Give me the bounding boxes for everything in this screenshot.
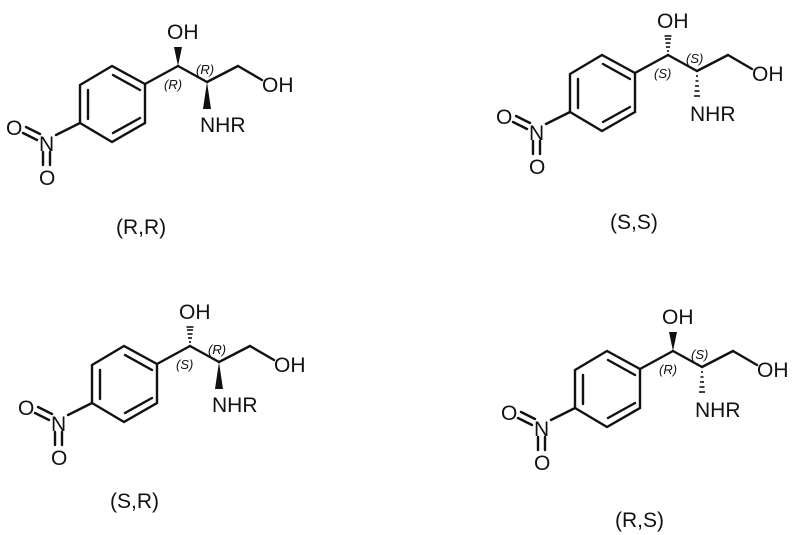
caption: (S,S) bbox=[610, 211, 658, 234]
caption: (S,R) bbox=[110, 490, 159, 513]
structure-ss: OH OH NHR N O O (S) (S) (S,S) bbox=[496, 10, 784, 234]
structure-rs: OH OH NHR N O O (R) (S) (R,S) bbox=[501, 306, 789, 532]
hash-bond-c2 bbox=[698, 371, 706, 393]
structure-sr: OH OH NHR N O O (S) (R) (S,R) bbox=[18, 301, 306, 513]
label-nitro-n: N bbox=[534, 418, 549, 441]
label-nitro-o1: O bbox=[501, 402, 517, 425]
label-nhr: NHR bbox=[212, 394, 258, 417]
label-nitro-o2: O bbox=[39, 167, 55, 190]
stereo-descriptor-c1: (S) bbox=[654, 66, 671, 81]
label-nitro-o2: O bbox=[534, 452, 550, 475]
structure-rr: OH OH NHR N O O (R) (R) (R,R) bbox=[6, 21, 294, 239]
wedge-bond-c1 bbox=[174, 47, 182, 66]
label-nitro-n: N bbox=[39, 133, 54, 156]
label-nitro-o2: O bbox=[529, 156, 545, 179]
stereo-descriptor-c2: (R) bbox=[208, 342, 226, 357]
label-oh-right: OH bbox=[274, 354, 306, 377]
label-oh-top: OH bbox=[662, 306, 694, 329]
stereo-descriptor-c1: (R) bbox=[164, 77, 182, 92]
label-nitro-o1: O bbox=[6, 117, 22, 140]
label-nitro-o1: O bbox=[496, 106, 512, 129]
stereo-descriptor-c2: (S) bbox=[686, 51, 703, 66]
label-oh-right: OH bbox=[757, 359, 789, 382]
label-nitro-n: N bbox=[529, 122, 544, 145]
label-oh-top: OH bbox=[179, 301, 211, 324]
stereo-descriptor-c1: (S) bbox=[176, 357, 193, 372]
hash-bond-c2 bbox=[693, 75, 701, 97]
wedge-bond-c1 bbox=[669, 332, 677, 351]
stereo-descriptor-c2: (R) bbox=[196, 62, 214, 77]
label-oh-top: OH bbox=[167, 21, 199, 44]
label-nhr: NHR bbox=[690, 103, 736, 126]
hash-bond-c1 bbox=[663, 35, 673, 52]
label-nhr: NHR bbox=[695, 399, 741, 422]
stereo-descriptor-c2: (S) bbox=[691, 347, 708, 362]
wedge-bond-c2 bbox=[203, 82, 211, 109]
wedge-bond-c2 bbox=[215, 362, 223, 389]
hash-bond-c1 bbox=[185, 326, 195, 343]
label-nitro-o2: O bbox=[51, 447, 67, 470]
caption: (R,S) bbox=[615, 509, 664, 532]
label-oh-right: OH bbox=[752, 63, 784, 86]
stereo-descriptor-c1: (R) bbox=[659, 362, 677, 377]
caption: (R,R) bbox=[116, 216, 166, 239]
label-nitro-n: N bbox=[51, 413, 66, 436]
label-nhr: NHR bbox=[200, 114, 246, 137]
label-oh-top: OH bbox=[657, 10, 689, 33]
label-oh-right: OH bbox=[262, 74, 294, 97]
label-nitro-o1: O bbox=[18, 397, 34, 420]
